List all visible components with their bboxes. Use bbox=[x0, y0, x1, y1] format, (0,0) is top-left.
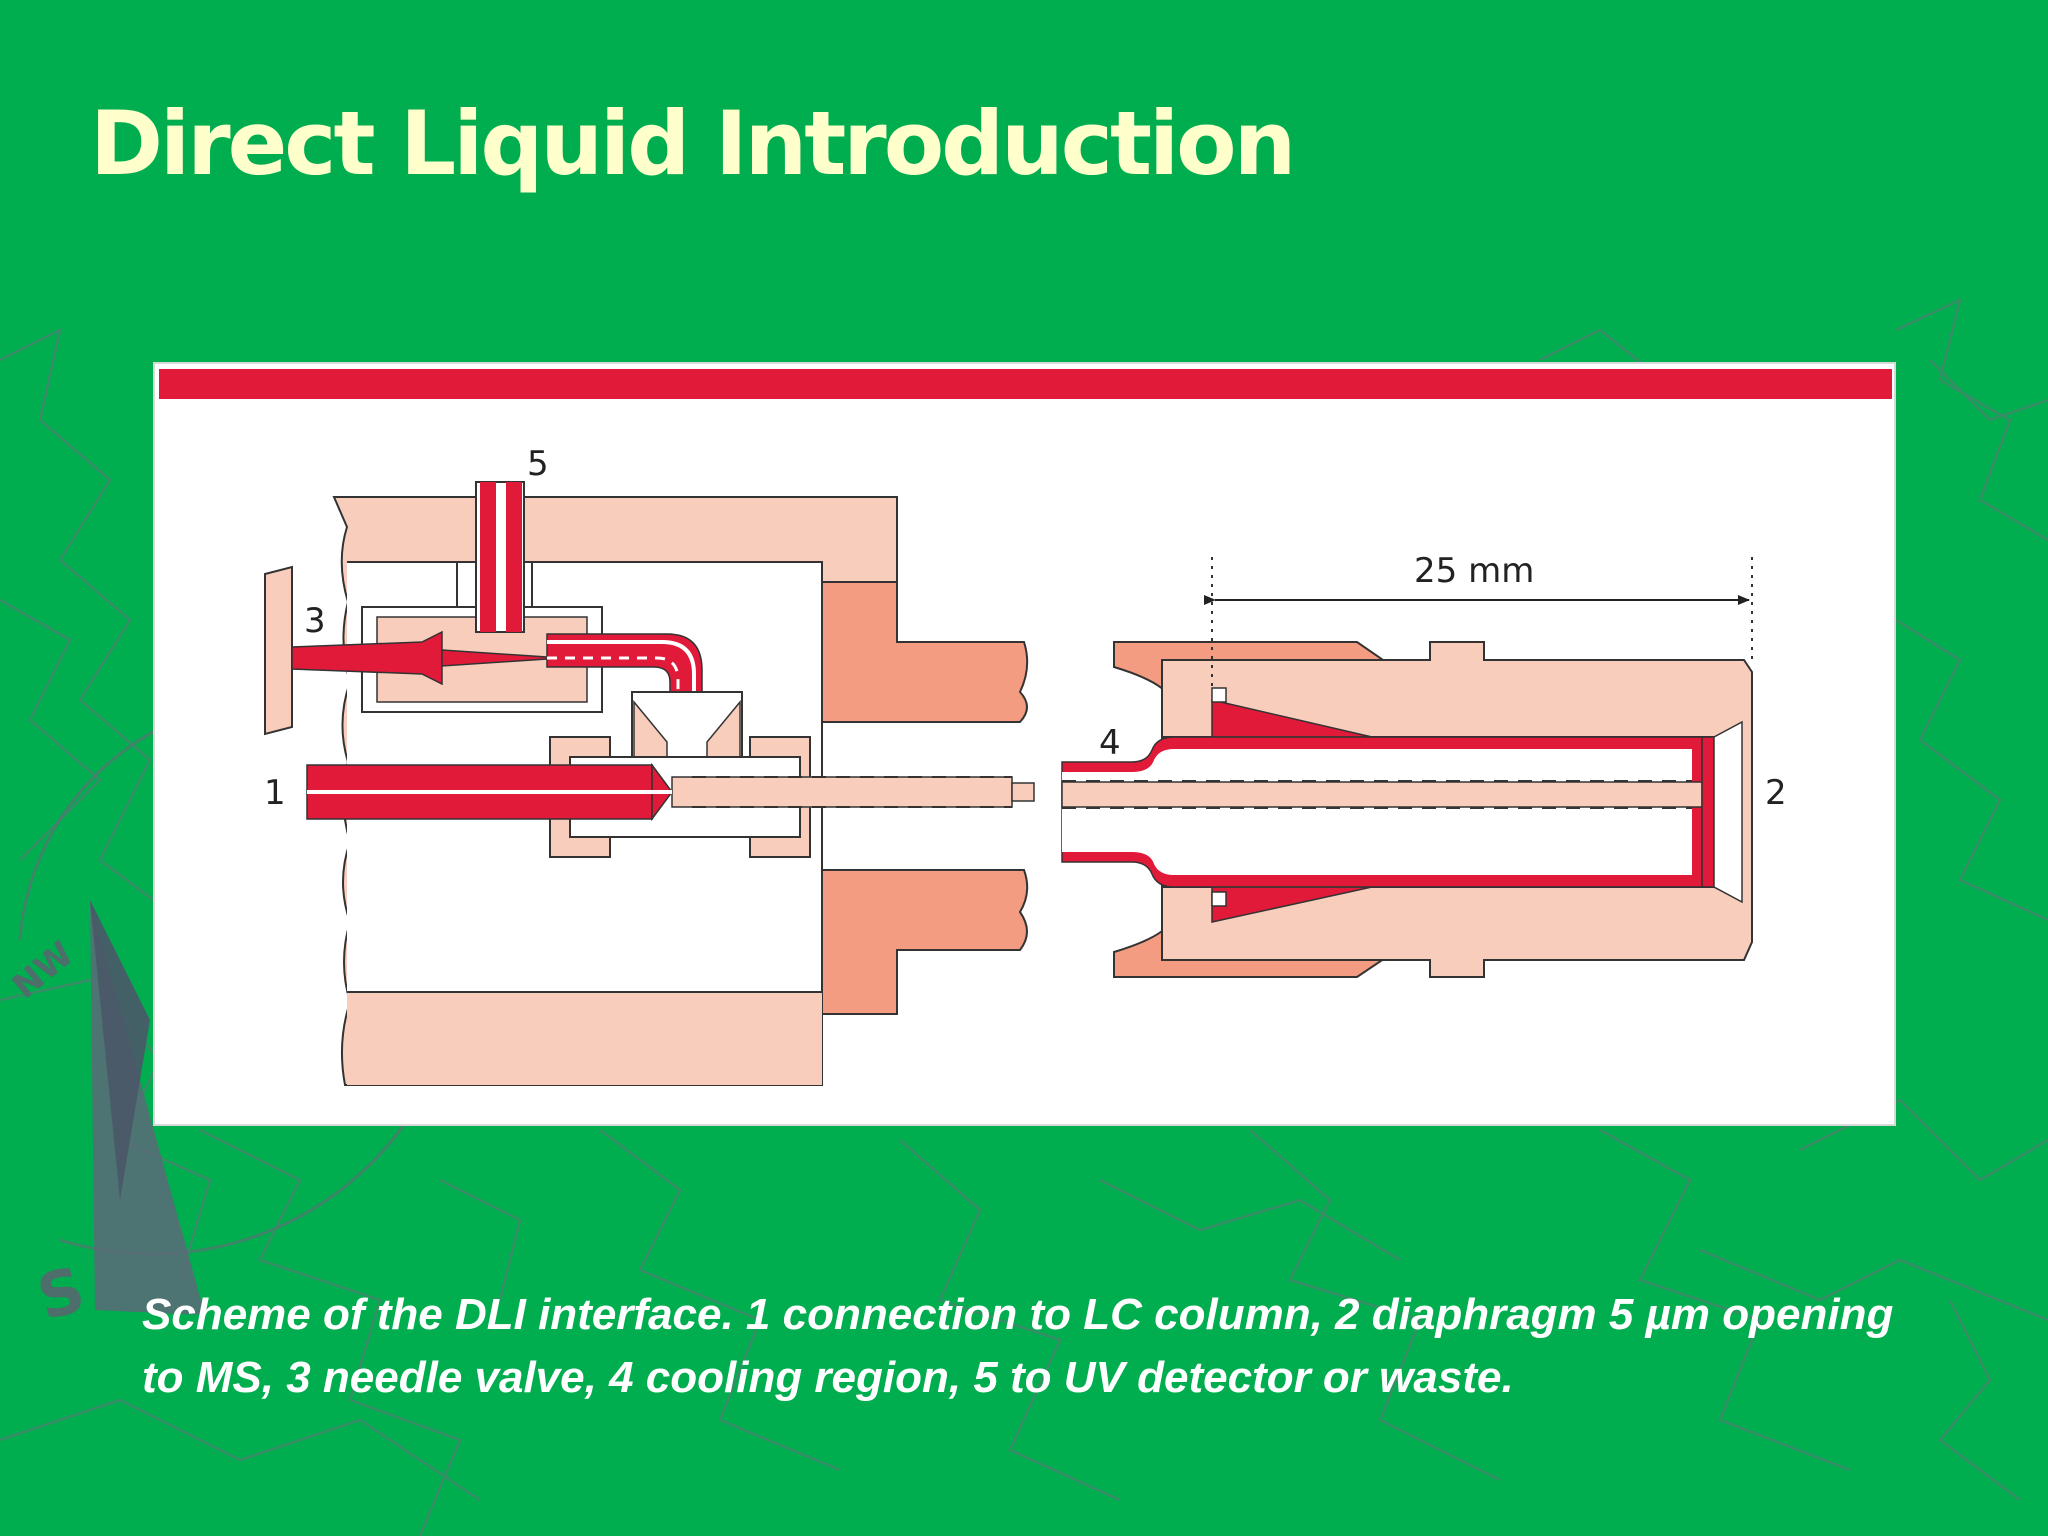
label-1: 1 bbox=[264, 773, 286, 813]
diaphragm bbox=[1701, 736, 1715, 888]
svg-text:S: S bbox=[30, 1252, 92, 1334]
scale-label: 25 mm bbox=[1414, 551, 1534, 591]
dli-interface-diagram: 1 2 3 4 5 25 mm bbox=[264, 444, 1787, 1086]
needle-valve-knob bbox=[264, 565, 293, 736]
diagram-caption: Scheme of the DLI interface. 1 connectio… bbox=[142, 1290, 1894, 1402]
label-2: 2 bbox=[1765, 773, 1787, 813]
label-4: 4 bbox=[1099, 723, 1121, 763]
panel-header-bar bbox=[159, 369, 1892, 399]
label-5: 5 bbox=[527, 444, 549, 484]
housing-right-upper-block bbox=[821, 581, 1029, 723]
dli-diagram-panel: 1 2 3 4 5 25 mm bbox=[153, 362, 1896, 1126]
label-3: 3 bbox=[304, 601, 326, 641]
slide-title: Direct Liquid Introduction bbox=[90, 92, 1296, 195]
housing-right-lower-block bbox=[821, 869, 1029, 1015]
needle-valve-stem bbox=[291, 630, 443, 686]
